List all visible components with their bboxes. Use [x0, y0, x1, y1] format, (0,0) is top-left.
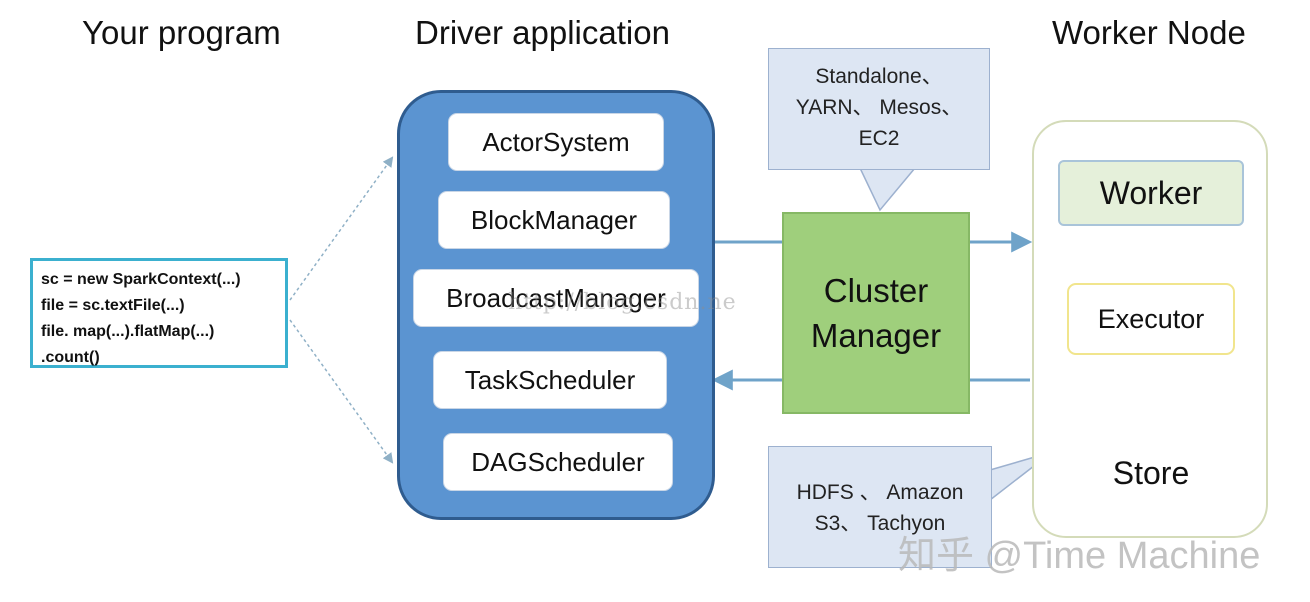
program-to-driver-upper-line [289, 156, 394, 301]
task-scheduler-box: TaskScheduler [433, 351, 667, 409]
callout-line: HDFS 、 Amazon [796, 481, 964, 504]
broadcast-manager-box: BroadcastManager [413, 269, 699, 327]
worker-box: Worker [1058, 160, 1244, 226]
store-label: Store [1112, 455, 1190, 491]
block-manager-box: BlockManager [438, 191, 670, 249]
watermark-url: http://blog.csdn.ne [508, 290, 737, 315]
code-line: .count() [41, 349, 100, 366]
callout-line: Standalone、 [815, 65, 943, 88]
cluster-callout-tail [859, 167, 916, 212]
heading-your-program: Your program [82, 14, 281, 51]
program-code-box: sc = new SparkContext(...) file = sc.tex… [30, 258, 288, 368]
cluster-manager-box: Cluster Manager [782, 212, 970, 414]
cluster-types-callout: Standalone、 YARN、 Mesos、 EC2 [768, 48, 990, 170]
heading-driver-application: Driver application [415, 14, 670, 51]
storage-types-callout: HDFS 、 Amazon S3、 Tachyon [768, 446, 992, 568]
heading-worker-node: Worker Node [1052, 14, 1246, 51]
driver-application-container: ActorSystem BlockManager BroadcastManage… [397, 90, 715, 520]
program-to-driver-lower-line [289, 319, 394, 464]
cluster-manager-label: Cluster [823, 272, 929, 309]
callout-line: EC2 [858, 127, 900, 150]
executor-box: Executor [1067, 283, 1235, 355]
callout-line: S3、 Tachyon [814, 512, 946, 535]
code-line: sc = new SparkContext(...) [41, 271, 241, 288]
dag-scheduler-box: DAGScheduler [443, 433, 673, 491]
cluster-manager-label: Manager [810, 317, 942, 354]
callout-line: YARN、 Mesos、 [795, 96, 963, 119]
code-line: file. map(...).flatMap(...) [41, 323, 215, 340]
actor-system-box: ActorSystem [448, 113, 664, 171]
watermark-brand: 知乎 @Time Machine [898, 535, 1261, 577]
code-line: file = sc.textFile(...) [41, 297, 185, 314]
